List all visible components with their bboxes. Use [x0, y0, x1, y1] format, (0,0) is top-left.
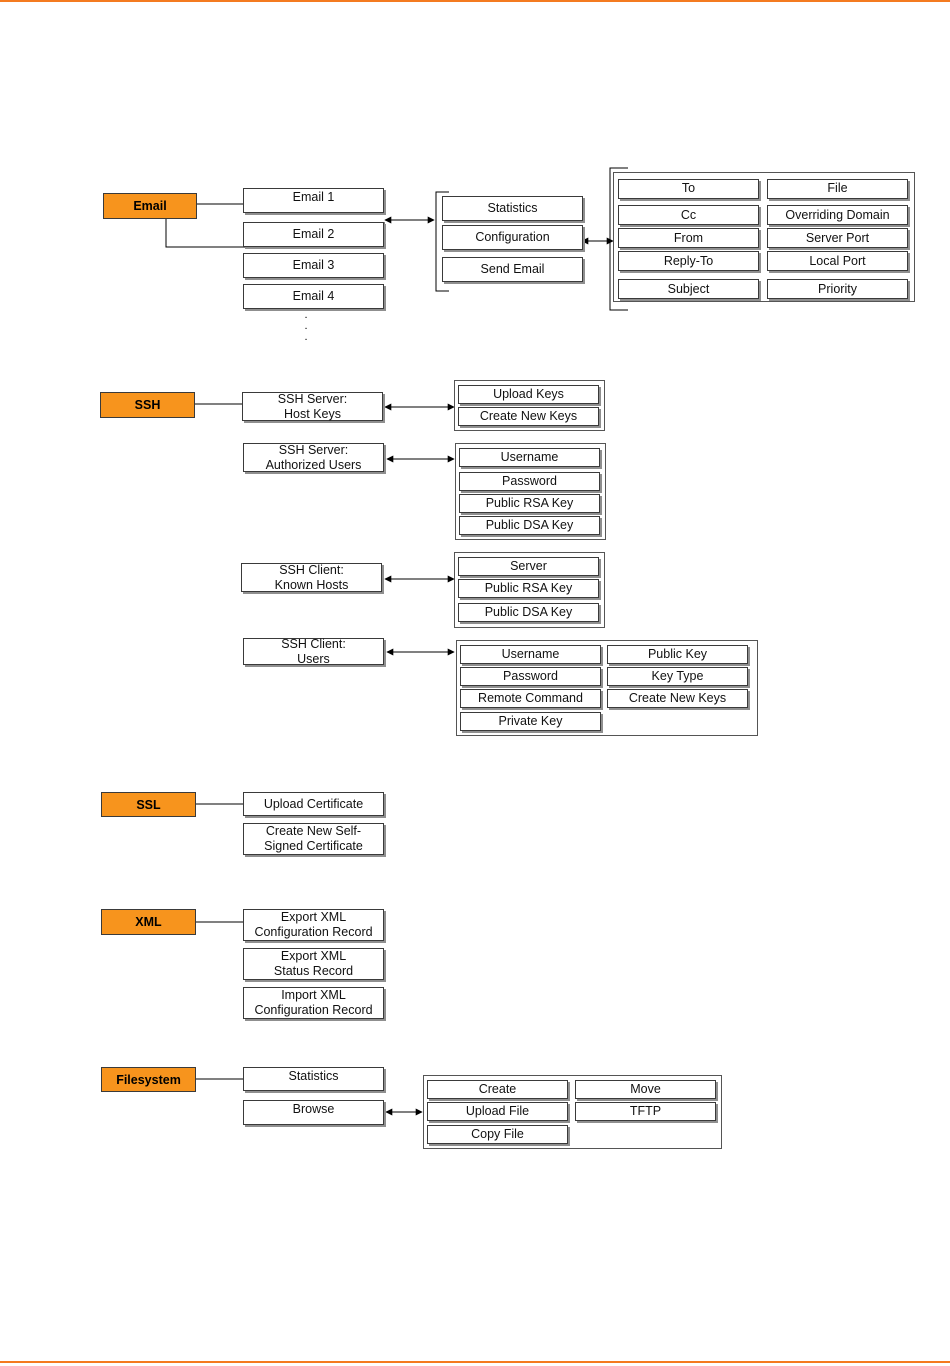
- filesystem-statistics[interactable]: Statistics: [243, 1067, 384, 1091]
- auth-field-public-rsa-key: Public RSA Key: [459, 494, 600, 513]
- auth-field-password: Password: [459, 472, 600, 491]
- config-field-local-port: Local Port: [767, 251, 908, 271]
- email-action-send-email[interactable]: Send Email: [442, 257, 583, 282]
- ssl-create-self-signed-certificate[interactable]: Create New Self- Signed Certificate: [243, 823, 384, 855]
- email-action-statistics[interactable]: Statistics: [442, 196, 583, 221]
- ssh-server-host-keys[interactable]: SSH Server: Host Keys: [242, 392, 383, 421]
- config-field-reply-to: Reply-To: [618, 251, 759, 271]
- browse-tftp-button[interactable]: TFTP: [575, 1102, 716, 1121]
- email-more-ellipsis: . . .: [304, 309, 308, 343]
- xml-export-status-record[interactable]: Export XML Status Record: [243, 948, 384, 980]
- config-field-priority: Priority: [767, 279, 908, 299]
- config-field-server-port: Server Port: [767, 228, 908, 248]
- client-users-field-key-type: Key Type: [607, 667, 748, 686]
- category-filesystem[interactable]: Filesystem: [101, 1067, 196, 1092]
- config-field-from: From: [618, 228, 759, 248]
- category-ssh[interactable]: SSH: [100, 392, 195, 418]
- client-users-field-username: Username: [460, 645, 601, 664]
- category-xml[interactable]: XML: [101, 909, 196, 935]
- footer-rule: [0, 1361, 950, 1363]
- config-field-cc: Cc: [618, 205, 759, 225]
- upload-keys-button[interactable]: Upload Keys: [458, 385, 599, 404]
- client-users-field-private-key: Private Key: [460, 712, 601, 731]
- auth-field-username: Username: [459, 448, 600, 467]
- browse-create-button[interactable]: Create: [427, 1080, 568, 1099]
- email-item-1[interactable]: Email 1: [243, 188, 384, 213]
- header-rule: [0, 0, 950, 2]
- known-hosts-field-server: Server: [458, 557, 599, 576]
- config-field-to: To: [618, 179, 759, 199]
- category-ssl[interactable]: SSL: [101, 792, 196, 817]
- client-users-field-public-key: Public Key: [607, 645, 748, 664]
- config-field-file: File: [767, 179, 908, 199]
- email-action-configuration[interactable]: Configuration: [442, 225, 583, 250]
- email-item-3[interactable]: Email 3: [243, 253, 384, 278]
- client-users-field-remote-command: Remote Command: [460, 689, 601, 708]
- ssh-server-authorized-users[interactable]: SSH Server: Authorized Users: [243, 443, 384, 472]
- auth-field-public-dsa-key: Public DSA Key: [459, 516, 600, 535]
- browse-upload-file-button[interactable]: Upload File: [427, 1102, 568, 1121]
- category-email[interactable]: Email: [103, 193, 197, 219]
- config-field-subject: Subject: [618, 279, 759, 299]
- email-item-2[interactable]: Email 2: [243, 222, 384, 247]
- filesystem-browse[interactable]: Browse: [243, 1100, 384, 1125]
- client-users-create-new-keys[interactable]: Create New Keys: [607, 689, 748, 708]
- client-users-field-password: Password: [460, 667, 601, 686]
- email-item-4[interactable]: Email 4: [243, 284, 384, 309]
- browse-copy-file-button[interactable]: Copy File: [427, 1125, 568, 1144]
- ssl-upload-certificate[interactable]: Upload Certificate: [243, 792, 384, 816]
- xml-export-configuration-record[interactable]: Export XML Configuration Record: [243, 909, 384, 941]
- config-field-overriding-domain: Overriding Domain: [767, 205, 908, 225]
- xml-import-configuration-record[interactable]: Import XML Configuration Record: [243, 987, 384, 1019]
- known-hosts-field-public-rsa-key: Public RSA Key: [458, 579, 599, 598]
- known-hosts-field-public-dsa-key: Public DSA Key: [458, 603, 599, 622]
- create-new-keys-button[interactable]: Create New Keys: [458, 407, 599, 426]
- browse-move-button[interactable]: Move: [575, 1080, 716, 1099]
- ssh-client-known-hosts[interactable]: SSH Client: Known Hosts: [241, 563, 382, 592]
- ssh-client-users[interactable]: SSH Client: Users: [243, 637, 384, 666]
